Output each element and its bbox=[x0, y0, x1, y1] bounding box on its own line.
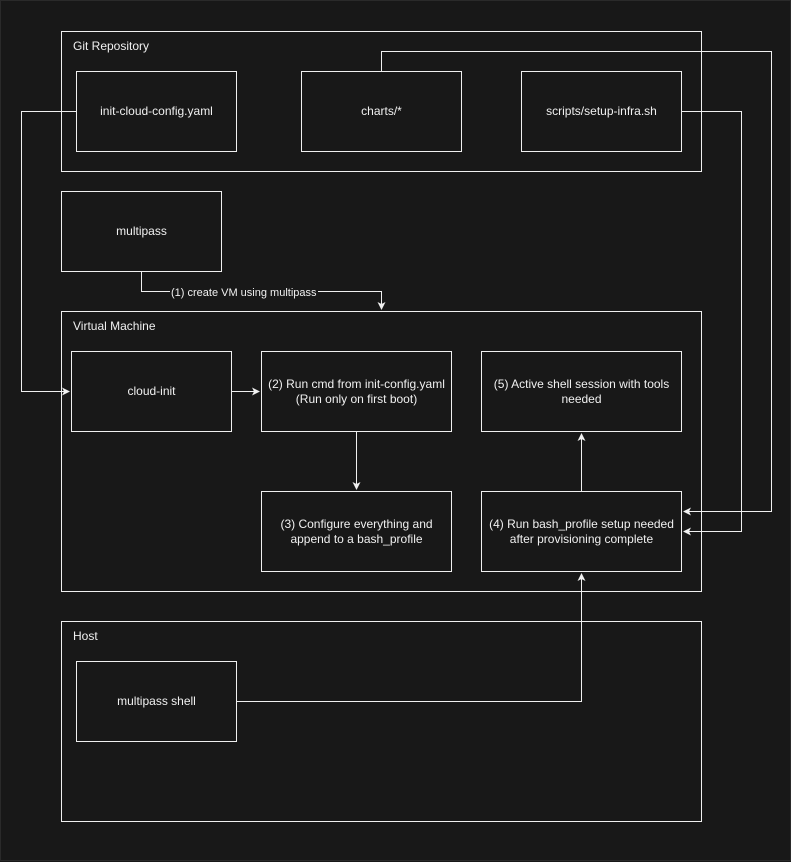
git-repository-title: Git Repository bbox=[73, 39, 150, 53]
init-cloud-config-label: init-cloud-config.yaml bbox=[100, 104, 213, 118]
step2-node: (2) Run cmd from init-config.yaml (Run o… bbox=[261, 351, 452, 432]
cloud-init-node: cloud-init bbox=[71, 351, 232, 432]
setup-infra-label: scripts/setup-infra.sh bbox=[546, 104, 657, 118]
multipass-shell-node: multipass shell bbox=[76, 661, 237, 742]
multipass-shell-label: multipass shell bbox=[117, 694, 196, 708]
step4-node: (4) Run bash_profile setup needed after … bbox=[481, 491, 682, 572]
charts-node: charts/* bbox=[301, 71, 462, 152]
create-vm-edge-label: (1) create VM using multipass bbox=[170, 287, 318, 299]
step5-label: (5) Active shell session with tools need… bbox=[493, 376, 670, 406]
init-cloud-config-node: init-cloud-config.yaml bbox=[76, 71, 237, 152]
multipass-label: multipass bbox=[116, 224, 167, 238]
charts-label: charts/* bbox=[361, 104, 402, 118]
virtual-machine-title: Virtual Machine bbox=[73, 319, 156, 333]
step4-label: (4) Run bash_profile setup needed after … bbox=[489, 516, 674, 546]
host-title: Host bbox=[73, 629, 98, 643]
step3-node: (3) Configure everything and append to a… bbox=[261, 491, 452, 572]
step3-label: (3) Configure everything and append to a… bbox=[280, 516, 433, 546]
setup-infra-node: scripts/setup-infra.sh bbox=[521, 71, 682, 152]
step5-node: (5) Active shell session with tools need… bbox=[481, 351, 682, 432]
multipass-node: multipass bbox=[61, 191, 222, 272]
step2-label: (2) Run cmd from init-config.yaml (Run o… bbox=[268, 376, 445, 406]
cloud-init-label: cloud-init bbox=[127, 384, 176, 398]
